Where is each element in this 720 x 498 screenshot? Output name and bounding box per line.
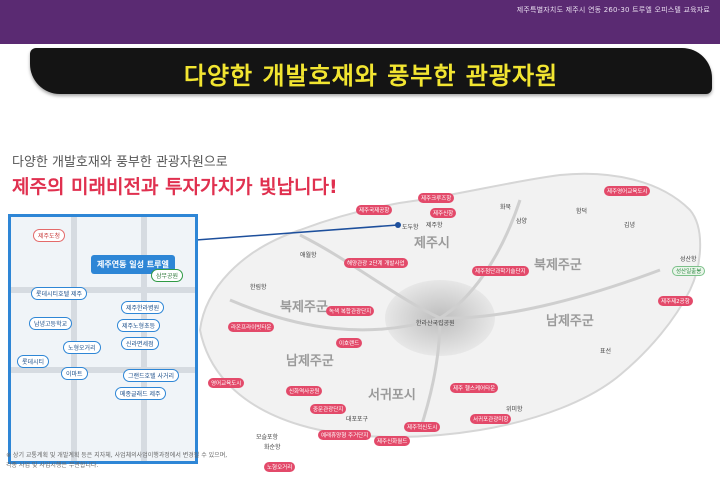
tag-jungmun: 중문관광단지: [310, 404, 347, 414]
inset-road: [11, 287, 195, 293]
tag-edu-city: 제주영어교육도시: [604, 186, 651, 196]
tag-science-park: 제주첨단과학기술단지: [472, 266, 529, 276]
header-bar: 제주특별자치도 제주시 연동 260-30 트루엘 오피스텔 교육자료: [0, 0, 720, 44]
tag-innovation: 제주혁신도시: [404, 422, 441, 432]
tag-seogwipo-port: 서귀포관광미항: [470, 414, 512, 424]
tag-shinhwa-world: 제주신화월드: [374, 436, 411, 446]
place-label: 삼양: [516, 218, 528, 225]
tag-green: 녹색 복합관광단지: [326, 306, 375, 316]
intro-line-2: 제주의 미래비전과 투자가치가 빛납니다!: [12, 176, 338, 198]
place-label: 위미항: [506, 406, 523, 413]
tag-health: 제주 헬스케어타운: [450, 383, 499, 393]
place-label: 화순항: [264, 444, 281, 451]
city-west-bukjeju: 북제주군: [280, 300, 328, 315]
place-label: 애월항: [300, 252, 317, 259]
header-note: 제주특별자치도 제주시 연동 260-30 트루엘 오피스텔 교육자료: [516, 6, 710, 14]
intro-line-1: 다양한 개발호재와 풍부한 관광자원으로: [12, 155, 228, 170]
city-namjeju: 남제주군: [546, 314, 594, 329]
place-label: 함덕: [576, 208, 588, 215]
footnote-line-1: ※ 상기 교통계획 및 개발계획 등은 지자체, 사업체의사업이행과정에서 변경…: [6, 452, 228, 459]
place-label: 김녕: [624, 222, 636, 229]
inset-label: 남녕고등학교: [29, 317, 73, 330]
inset-road: [11, 367, 195, 373]
place-label: 성산항: [680, 256, 697, 263]
city-jeju-si: 제주시: [414, 236, 450, 251]
road: [299, 233, 441, 320]
tag-nohyung: 노형오거리: [264, 462, 296, 472]
tag-yerae: 예래휴양형 주거단지: [318, 430, 372, 440]
road: [229, 298, 441, 332]
inset-label: 제주노형초등: [117, 319, 161, 332]
footnote-line-2: 각종 사업 및 사업시행은 무관합니다.: [6, 462, 99, 469]
center-label: 한라산국립공원: [416, 320, 455, 327]
tag-english-city: 영어교육도시: [208, 378, 245, 388]
tag-cruise: 제주크루즈항: [418, 193, 455, 203]
place-label: 모슬포항: [256, 434, 279, 441]
inset-label: 메종글래드 제주: [115, 387, 166, 400]
inset-map: 제주연동 일성 트루엘 롯데시티호텔 제주 남녕고등학교 제주한라병원 제주노형…: [8, 214, 198, 464]
inset-label: 이마트: [61, 367, 88, 380]
tag-raon: 라온프라이빗타운: [228, 322, 275, 332]
place-label: 도두항: [402, 224, 419, 231]
title-banner: 다양한 개발호재와 풍부한 관광자원: [30, 48, 712, 94]
inset-label: 롯데시티호텔 제주: [31, 287, 88, 300]
place-label: 대포포구: [346, 416, 369, 423]
city-west-namjeju: 남제주군: [286, 354, 334, 369]
tag-shinhwa: 신화역사공원: [286, 386, 323, 396]
location-pointer: [195, 224, 399, 241]
tag-newport: 제주신항: [430, 208, 457, 218]
place-label: 화북: [500, 204, 512, 211]
inset-label: 롯데시티: [17, 355, 50, 368]
tag-airport2: 제주제2공항: [658, 296, 693, 306]
tag-airport: 제주국제공항: [356, 205, 393, 215]
location-dot: [395, 222, 401, 228]
inset-label: 그랜드호텔 사거리: [123, 369, 180, 382]
inset-road: [71, 217, 77, 461]
tag-iho: 이호랜드: [336, 338, 363, 348]
tag-marine: 해양관광 2단계 개발사업: [344, 258, 408, 268]
inset-label: 신라면세점: [121, 337, 159, 350]
inset-label: 제주도청: [33, 229, 66, 242]
inset-label: 삼무공원: [151, 269, 184, 282]
page-title: 다양한 개발호재와 풍부한 관광자원: [183, 62, 559, 90]
inset-label: 제주한라병원: [121, 301, 165, 314]
road: [418, 317, 442, 431]
place-label: 성산일출봉: [672, 266, 706, 276]
place-label: 표선: [600, 348, 612, 355]
place-label: 제주항: [426, 222, 443, 229]
city-seogwipo: 서귀포시: [368, 388, 416, 403]
inset-label: 노형오거리: [63, 341, 101, 354]
city-bukjeju: 북제주군: [534, 258, 582, 273]
road: [439, 268, 661, 320]
place-label: 한림항: [250, 284, 267, 291]
